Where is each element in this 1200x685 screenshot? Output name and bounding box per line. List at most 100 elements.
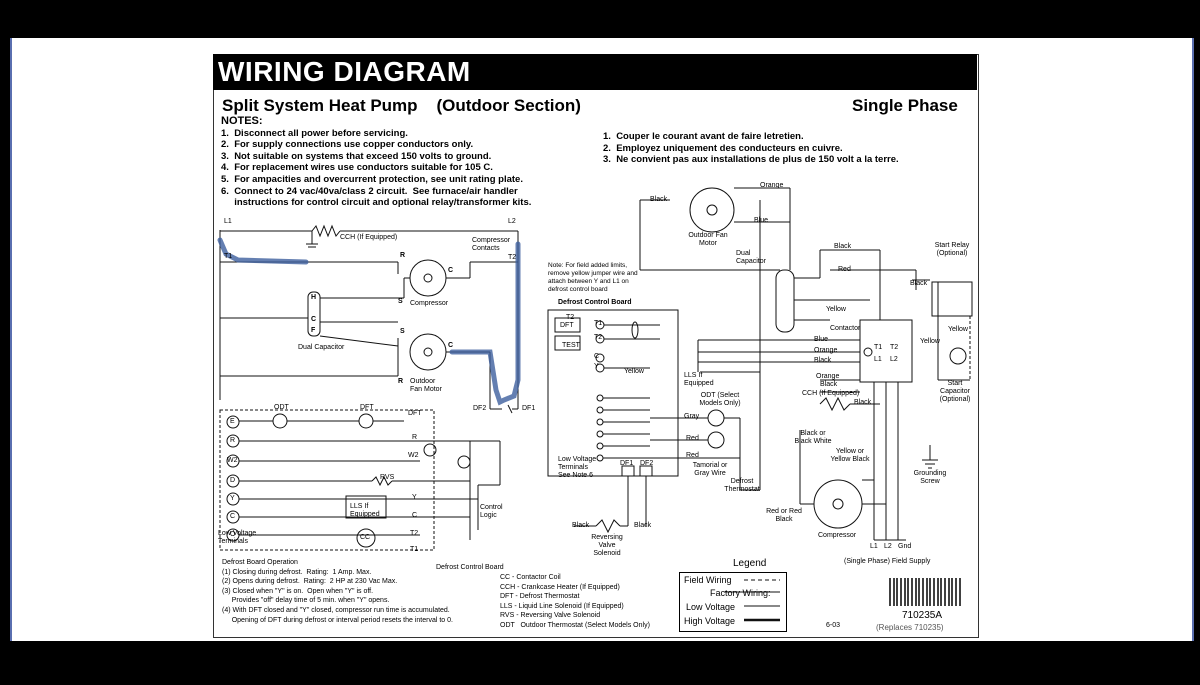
label-l2-field: L2 <box>884 543 892 550</box>
note-line: 2. For supply connections use copper con… <box>221 139 474 151</box>
date-code: 6-03 <box>826 622 841 629</box>
abbreviation: ODT Outdoor Thermostat (Select Models On… <box>500 621 650 629</box>
label-w2-2: W2 <box>408 452 419 459</box>
dual-capacitor-right <box>775 269 795 333</box>
label-black-rv-l: Black <box>572 522 590 529</box>
label-c-board: C <box>594 353 600 360</box>
note-line: 1. Disconnect all power before servicing… <box>221 127 408 139</box>
part-number: 710235A <box>902 610 943 621</box>
label-orange-c: Orange <box>814 347 838 354</box>
label-t2-board: T2 <box>566 314 575 321</box>
label-odt-right: ODT (Select Models Only) <box>699 392 741 407</box>
label-fan-c: C <box>448 342 454 349</box>
label-compressor-s: S <box>398 298 403 305</box>
label-fan-r: R <box>398 378 404 385</box>
label-yellow-relay-2: Yellow <box>920 338 940 345</box>
label-dual-capacitor-right: Dual Capacitor <box>736 250 766 265</box>
legend-low-voltage: Low Voltage <box>686 602 736 612</box>
label-black-b: Black <box>820 381 838 388</box>
label-cch-right: CCH (If Equipped) <box>802 390 860 397</box>
fan-motor-symbol <box>409 333 447 371</box>
terminal-w2: W2 <box>227 457 238 464</box>
label-test: TEST <box>562 342 580 349</box>
label-cap-f: F <box>311 327 316 334</box>
label-reversing-valve: Reversing Valve Solenoid <box>591 534 623 557</box>
label-dft-2: DFT <box>408 410 422 417</box>
label-compressor-r: R <box>400 252 406 259</box>
outdoor-fan-motor-right <box>689 187 735 233</box>
operation-line: (1) Closing during defrost. Rating: 1 Am… <box>222 568 372 576</box>
label-defrost-thermostat: Defrost Thermostat <box>724 478 760 493</box>
label-df2: DF2 <box>473 405 487 412</box>
terminal-o: O <box>230 531 236 538</box>
start-relay-box <box>931 281 973 317</box>
label-l2: L2 <box>508 218 516 225</box>
note-line-fr: 1. Couper le courant avant de faire letr… <box>603 131 804 142</box>
abbreviations: CC - Contactor Coil CCH - Crankcase Heat… <box>500 573 650 631</box>
label-t1: T1 <box>224 253 233 260</box>
operation-line: Provides "off" delay time of 5 min. when… <box>222 597 390 605</box>
legend-title: Legend <box>733 558 767 569</box>
label-defrost-control-board: Defrost Control Board <box>558 299 632 306</box>
label-lls: LLS If Equipped <box>350 503 380 518</box>
label-t1-c: T1 <box>874 344 883 351</box>
operation-line: Opening of DFT during defrost or interva… <box>222 616 453 624</box>
label-black-or-black-white: Black or Black White <box>794 430 832 445</box>
label-yellow-relay: Yellow <box>948 326 968 333</box>
subtitle-left: Split System Heat Pump (Outdoor Section) <box>222 96 581 115</box>
legend-high-voltage: High Voltage <box>684 616 736 626</box>
label-dual-capacitor: Dual Capacitor <box>298 344 345 351</box>
note-line: 3. Not suitable on systems that exceed 1… <box>221 150 492 162</box>
label-control-logic: Control Logic <box>480 504 503 519</box>
legend-factory-wiring: Factory Wiring: <box>710 588 771 598</box>
defrost-operation: Defrost Board Operation (1) Closing duri… <box>222 558 453 625</box>
label-gray: Gray <box>684 413 700 420</box>
label-t2-2: T2 <box>410 530 419 537</box>
label-outdoor-fan-motor: Outdoor Fan Motor <box>410 378 442 393</box>
label-rvs: RVS <box>380 474 395 481</box>
diagram-title: WIRING DIAGRAM <box>218 56 471 87</box>
abbreviation: CCH - Crankcase Heater (If Equipped) <box>500 583 620 591</box>
label-y-board: Y <box>594 363 599 370</box>
label-dft-board: DFT <box>560 322 574 329</box>
label-blue-fan: Blue <box>754 217 769 224</box>
label-t1-board: T1 <box>594 320 603 327</box>
operation-heading: Defrost Board Operation <box>222 559 298 566</box>
label-l1: L1 <box>224 218 232 225</box>
operation-line: (4) With DFT closed and "Y" closed, comp… <box>222 606 450 614</box>
replaces-label: (Replaces 710235) <box>876 623 944 632</box>
label-yellow-cap: Yellow <box>826 306 846 313</box>
title-bar <box>213 54 977 90</box>
note-line-fr: 2. Employez uniquement des conducteurs e… <box>603 142 843 154</box>
label-compressor-contacts: Compressor Contacts <box>472 237 511 252</box>
label-contactor: Contactor <box>830 325 861 332</box>
label-cap-c: C <box>311 316 317 323</box>
highlight-trace-2 <box>449 241 521 406</box>
label-odt: ODT <box>274 404 289 411</box>
label-c-2: C <box>412 512 418 519</box>
label-grounding-screw: Grounding Screw <box>913 470 947 485</box>
label-dft: DFT <box>360 404 374 411</box>
label-compressor-c: C <box>448 267 454 274</box>
label-yellow-board: Yellow <box>624 368 644 375</box>
label-red-or-red-black: Red or Red Black <box>766 508 802 523</box>
terminal-d: D <box>230 477 236 484</box>
abbreviation: LLS - Liquid Line Solenoid (If Equipped) <box>500 602 624 610</box>
highlight-trace <box>217 237 309 265</box>
label-black-relay: Black <box>910 280 928 287</box>
label-yellow-or-yellow-black: Yellow or Yellow Black <box>830 448 870 463</box>
notes-heading: NOTES: <box>221 115 263 127</box>
subtitle-right: Single Phase <box>852 96 958 115</box>
label-compressor-right: Compressor <box>818 532 857 539</box>
label-cap-h: H <box>311 294 317 301</box>
label-low-voltage-terminals: Low Voltage Terminals <box>218 530 257 545</box>
terminal-y: Y <box>230 495 235 502</box>
terminal-e: E <box>230 418 235 425</box>
label-lls-right: LLS If Equipped <box>684 372 714 387</box>
label-black-cch: Black <box>854 399 872 406</box>
label-t1-2: T1 <box>410 546 419 553</box>
label-compressor: Compressor <box>410 300 449 307</box>
label-red-odt: Red <box>686 435 699 442</box>
label-outdoor-fan-motor-right: Outdoor Fan Motor <box>688 232 728 247</box>
